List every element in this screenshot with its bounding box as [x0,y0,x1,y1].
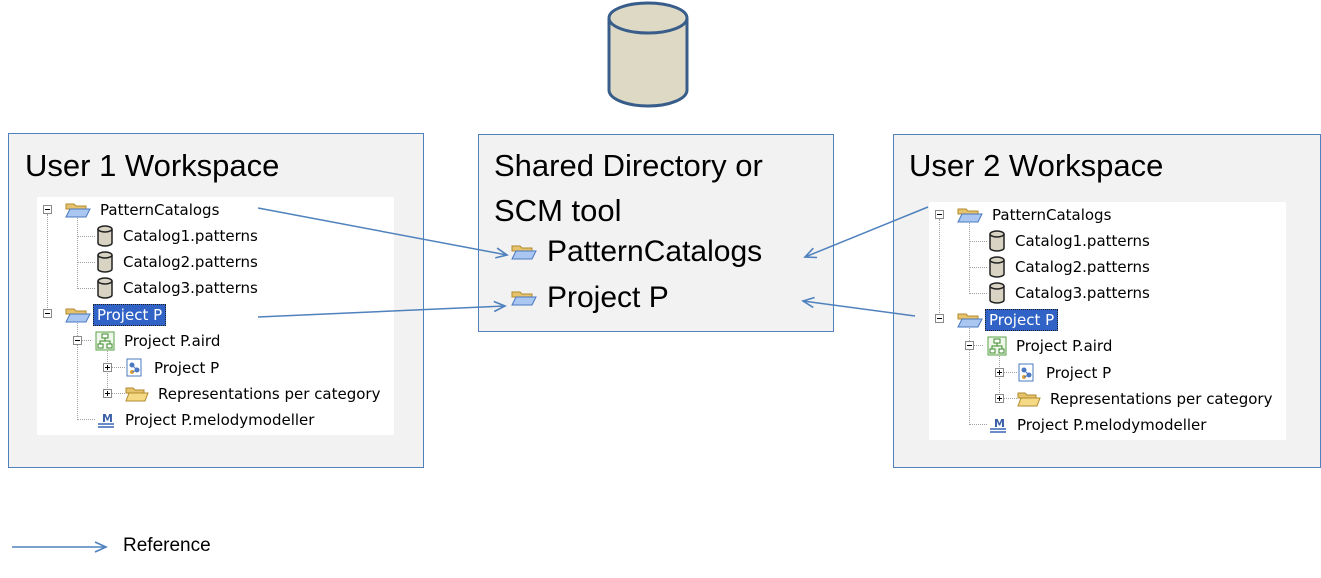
catalog-cylinder-icon [989,282,1005,304]
collapse-toggle[interactable] [935,210,944,219]
tree-item-melodymodeller[interactable]: M Project P.melodymodeller [988,413,1209,437]
folder-open-icon [65,203,91,218]
shared-directory-title-line1: Shared Directory or [494,148,763,183]
tree-item-catalog2[interactable]: Catalog2.patterns [988,255,1153,279]
folder-open-icon [511,291,537,306]
tree-item-project-p[interactable]: Project P [65,303,167,327]
tree-item-melodymodeller[interactable]: M Project P.melodymodeller [96,408,317,432]
tree-item-catalog1[interactable]: Catalog1.patterns [988,229,1153,253]
tree-item-project-model[interactable]: Project P [1017,361,1114,385]
model-icon [126,358,142,377]
collapse-toggle[interactable] [43,205,52,214]
folder-open-icon [65,308,91,323]
user2-workspace-panel: User 2 Workspace PatternCatalogs Catalog… [893,134,1321,468]
tree-item-pattern-catalogs[interactable]: PatternCatalogs [65,198,222,222]
melody-modeller-icon: M [990,417,1006,433]
arrow-user2-project-to-shared [801,296,916,317]
arrow-user2-catalogs-to-shared [803,206,929,259]
tree-item-catalog2[interactable]: Catalog2.patterns [96,250,261,274]
expand-toggle[interactable] [995,394,1004,403]
melody-modeller-icon: M [98,412,114,428]
tree-item-catalog1[interactable]: Catalog1.patterns [96,224,261,248]
shared-directory-panel: Shared Directory or SCM tool PatternCata… [478,134,834,332]
catalog-cylinder-icon [97,277,113,299]
catalog-cylinder-icon [989,230,1005,252]
catalog-cylinder-icon [97,225,113,247]
tree-item-aird[interactable]: Project P.aird [95,329,223,353]
diagram-file-icon [95,331,115,351]
database-cylinder-icon [607,1,689,108]
shared-item-project-p[interactable]: Project P [511,281,669,315]
tree-item-representations[interactable]: Representations per category [125,382,383,406]
folder-icon [125,387,149,402]
folder-open-icon [957,208,983,223]
collapse-toggle[interactable] [73,336,82,345]
user1-project-tree: PatternCatalogs Catalog1.patterns Catalo… [37,197,394,435]
user1-workspace-panel: User 1 Workspace PatternCatalogs Catalog… [8,133,424,468]
expand-toggle[interactable] [995,368,1004,377]
folder-open-icon [957,313,983,328]
folder-icon [1017,392,1041,407]
expand-toggle[interactable] [103,363,112,372]
collapse-toggle[interactable] [965,341,974,350]
tree-item-catalog3[interactable]: Catalog3.patterns [96,276,261,300]
expand-toggle[interactable] [103,389,112,398]
catalog-cylinder-icon [989,256,1005,278]
model-icon [1018,363,1034,382]
catalog-cylinder-icon [97,251,113,273]
arrow-user1-catalogs-to-shared [257,207,509,259]
tree-item-aird[interactable]: Project P.aird [987,334,1115,358]
tree-item-pattern-catalogs[interactable]: PatternCatalogs [957,203,1114,227]
diagram-file-icon [987,336,1007,356]
shared-directory-title-line2: SCM tool [494,193,622,228]
svg-text:M: M [102,412,113,425]
user2-workspace-title: User 2 Workspace [909,148,1164,183]
tree-item-catalog3[interactable]: Catalog3.patterns [988,281,1153,305]
tree-item-representations[interactable]: Representations per category [1017,387,1275,411]
svg-text:M: M [994,417,1005,430]
user1-workspace-title: User 1 Workspace [25,148,280,183]
collapse-toggle[interactable] [935,314,944,323]
collapse-toggle[interactable] [43,309,52,318]
user2-project-tree: PatternCatalogs Catalog1.patterns Catalo… [929,202,1286,440]
arrow-user1-project-to-shared [257,300,507,318]
tree-item-project-p[interactable]: Project P [957,308,1059,332]
legend-label: Reference [123,535,211,556]
folder-open-icon [511,245,537,260]
tree-item-project-model[interactable]: Project P [125,356,222,380]
shared-item-pattern-catalogs[interactable]: PatternCatalogs [511,235,762,269]
